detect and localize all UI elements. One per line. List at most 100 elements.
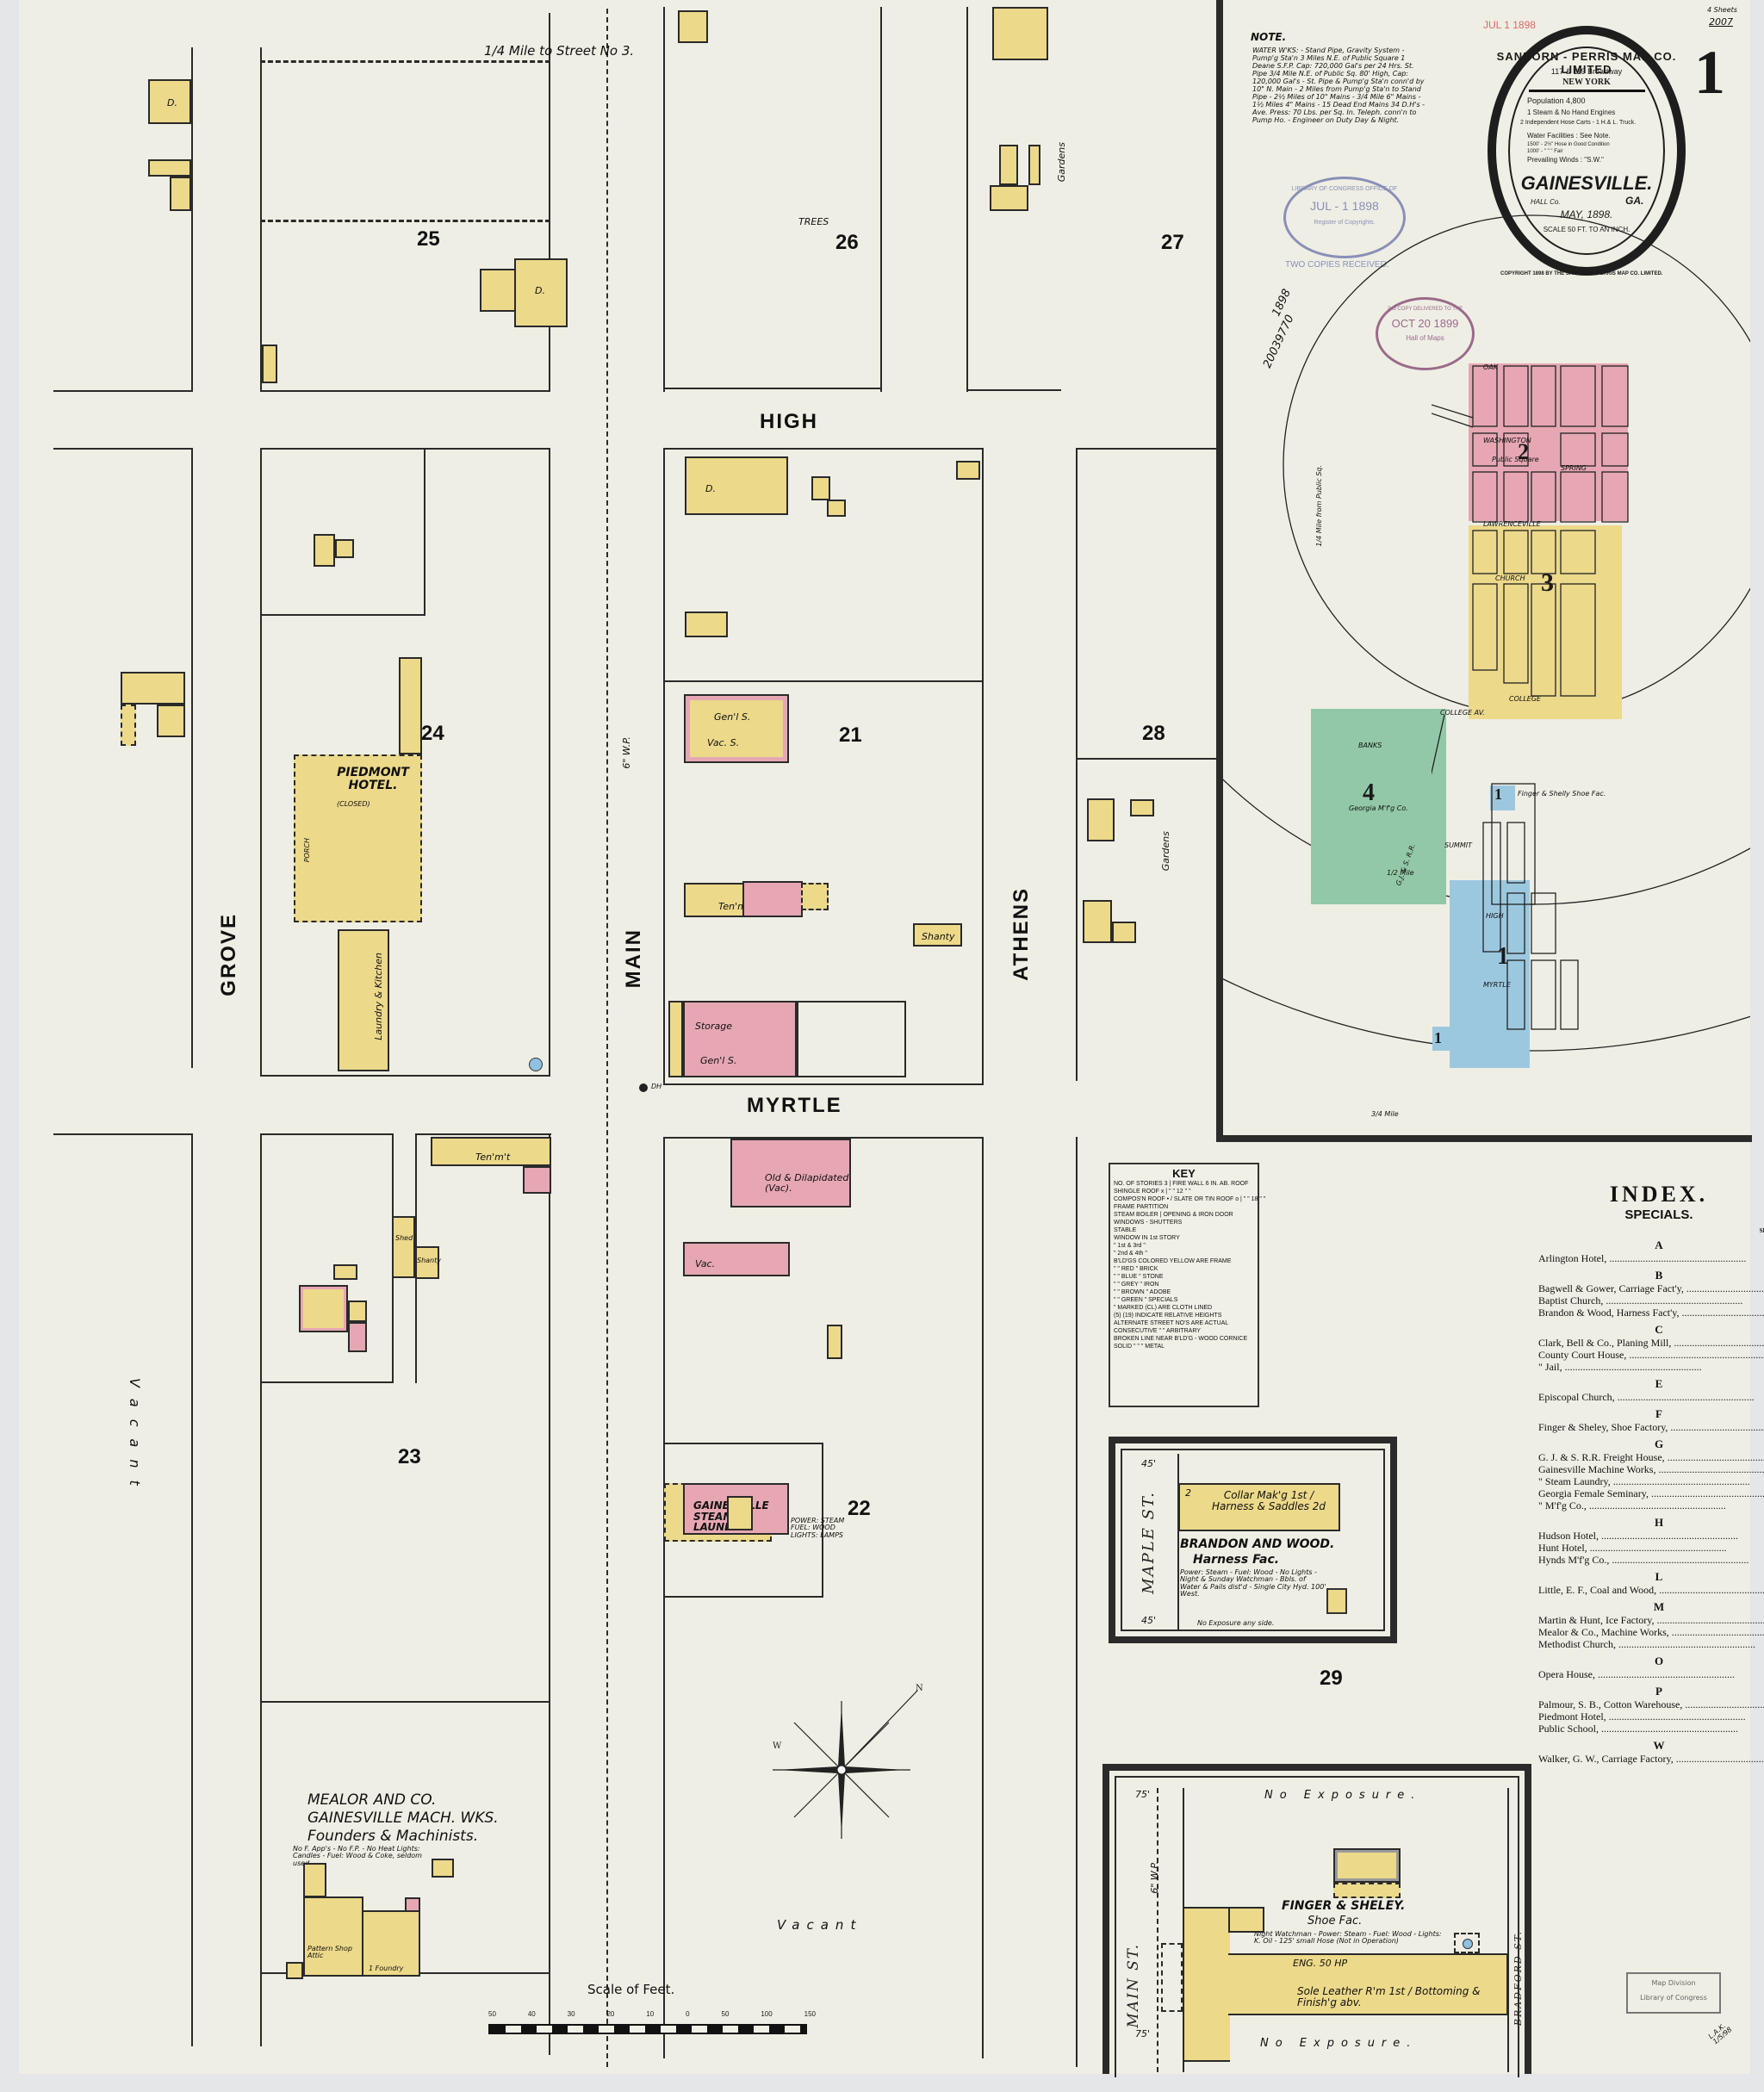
index-entry[interactable]: Little, E. F., Coal and Wood,3 — [1538, 1584, 1764, 1596]
building-shed[interactable] — [668, 1001, 683, 1077]
building-dwelling[interactable] — [157, 705, 185, 737]
index-entry[interactable]: Clark, Bell & Co., Planing Mill,4 — [1538, 1337, 1764, 1349]
index-entry[interactable]: Martin & Hunt, Ice Factory,2 — [1538, 1614, 1764, 1626]
brandon-wood-inset[interactable]: MAPLE ST. 45' 45' 2 Collar Mak'g 1st / H… — [1109, 1437, 1397, 1643]
building-tenement[interactable]: Ten'm't — [431, 1137, 551, 1166]
building-shanty[interactable] — [956, 461, 980, 480]
building-outbuilding[interactable] — [827, 1325, 842, 1359]
building-vacant-brick[interactable]: Vac. — [683, 1242, 790, 1276]
index-entry[interactable]: Mealor & Co., Machine Works,1 — [1538, 1626, 1764, 1638]
index-entry[interactable]: Methodist Church,3 — [1538, 1638, 1764, 1650]
index-entry[interactable]: Piedmont Hotel,1 — [1538, 1710, 1764, 1723]
building-dwelling-brick[interactable] — [523, 1166, 551, 1194]
building-engine-room[interactable] — [727, 1496, 753, 1530]
building-dwelling[interactable] — [678, 10, 708, 43]
building-dwelling[interactable] — [990, 185, 1028, 211]
factory-wing-west[interactable] — [1183, 1907, 1230, 2062]
building-dwelling[interactable] — [121, 672, 185, 705]
index-entry[interactable]: Georgia Female Seminary,4 — [1538, 1487, 1764, 1499]
vacant-label-west: Vacant — [126, 1378, 143, 1498]
building-general-store[interactable]: Gen'l S. Vac. S. — [684, 694, 789, 763]
building-dwelling[interactable]: D. — [148, 79, 191, 124]
building-outbuilding[interactable] — [333, 1264, 357, 1280]
index-entry[interactable]: County Court House,2 — [1538, 1349, 1764, 1361]
well-platform[interactable] — [1454, 1933, 1480, 1953]
building-coke-shed[interactable] — [432, 1859, 454, 1878]
building-tenements-annex[interactable] — [801, 883, 829, 910]
lot-line — [966, 7, 968, 392]
building-dwelling[interactable] — [314, 534, 335, 567]
keymap-area-sheet-2[interactable] — [1469, 363, 1628, 521]
building-dwelling[interactable] — [1083, 900, 1112, 943]
building-oil-shed[interactable] — [286, 1962, 303, 1979]
index-entry[interactable]: Public School,3 — [1538, 1723, 1764, 1735]
building-shanty[interactable]: Shanty — [913, 923, 962, 947]
building-dwelling[interactable]: D. — [514, 258, 568, 327]
index-entry[interactable]: Arlington Hotel,2 — [1538, 1252, 1764, 1264]
building-dwelling[interactable] — [1087, 798, 1115, 841]
brandon-building[interactable]: 2 Collar Mak'g 1st / Harness & Saddles 2… — [1178, 1483, 1340, 1531]
building-core-oven[interactable] — [405, 1897, 420, 1912]
index-entry[interactable]: Baptist Church,3 — [1538, 1294, 1764, 1307]
building-dwelling[interactable] — [999, 145, 1018, 185]
index-entry[interactable]: " Jail,3 — [1538, 1361, 1764, 1373]
index-entry[interactable]: Brandon & Wood, Harness Fact'y,1 — [1538, 1307, 1764, 1319]
keymap-area-sheet-3[interactable] — [1469, 525, 1622, 719]
building-dwelling[interactable] — [148, 159, 191, 177]
building-outbuilding[interactable] — [811, 476, 830, 500]
index-entry[interactable]: Hunt Hotel,2 — [1538, 1542, 1764, 1554]
keymap-area-sheet-1-brandon[interactable] — [1432, 1027, 1450, 1051]
index-entry[interactable]: " Steam Laundry,1 — [1538, 1475, 1764, 1487]
building-dwelling[interactable] — [1028, 145, 1040, 185]
index-entry[interactable]: Bagwell & Gower, Carriage Fact'y,3 — [1538, 1282, 1764, 1294]
index-entry[interactable]: Hynds M'f'g Co.,3 — [1538, 1554, 1764, 1566]
building-dwelling[interactable] — [992, 7, 1048, 60]
platform[interactable] — [1161, 1943, 1183, 2012]
index-entry[interactable]: Episcopal Church,3 — [1538, 1391, 1764, 1403]
index-entry[interactable]: G. J. & S. R.R. Freight House,2 — [1538, 1451, 1764, 1463]
index-entry[interactable]: Hudson Hotel,2 — [1538, 1530, 1764, 1542]
building-shed[interactable]: Shed — [392, 1216, 415, 1278]
factory-annex[interactable] — [1228, 1907, 1264, 1933]
building-shed[interactable] — [262, 345, 277, 383]
building-tenements-brick[interactable] — [742, 881, 803, 917]
building-blacksmith[interactable] — [303, 1863, 326, 1897]
index-entry[interactable]: " M'f'g Co.,4 — [1538, 1499, 1764, 1512]
boiler-shed[interactable] — [1333, 1883, 1401, 1898]
building-tenements[interactable]: Ten'mts — [684, 883, 755, 917]
boiler-house[interactable] — [1333, 1848, 1401, 1883]
keymap-area-sheet-1[interactable] — [1450, 880, 1530, 1068]
keymap-area-sheet-4[interactable] — [1311, 709, 1446, 904]
building-vend-dwelling[interactable] — [299, 1285, 348, 1332]
building-porch[interactable] — [121, 705, 136, 746]
building-dwelling[interactable] — [1112, 922, 1136, 943]
factory-main[interactable]: ENG. 50 HP Sole Leather R'm 1st / Bottom… — [1228, 1953, 1508, 2015]
boiler-house[interactable] — [1326, 1588, 1347, 1614]
index-entry[interactable]: Palmour, S. B., Cotton Warehouse,2 — [1538, 1698, 1764, 1710]
index-entry[interactable]: Opera House,2 — [1538, 1668, 1764, 1680]
keymap-sheet-label-1c: 1 — [1434, 1029, 1442, 1046]
compass-rose-icon: N W — [773, 1684, 923, 1839]
building-pattern-shop[interactable]: Pattern Shop Attic — [303, 1896, 363, 1977]
building-outbuilding[interactable] — [1130, 799, 1154, 816]
building-outbuilding[interactable] — [348, 1301, 367, 1322]
building-laundry-kitchen[interactable]: Laundry & Kitchen — [338, 929, 389, 1071]
keymap-frame-bottom — [1216, 1135, 1752, 1142]
building-dwelling[interactable] — [335, 539, 354, 558]
keymap-area-sheet-1-finger[interactable] — [1490, 785, 1515, 810]
building-dwelling[interactable]: D. — [685, 456, 788, 515]
index-entry[interactable]: Finger & Sheley, Shoe Factory,1 — [1538, 1421, 1764, 1433]
building-outbuilding[interactable] — [827, 500, 846, 517]
building-dwelling[interactable] — [170, 177, 191, 211]
finger-sheley-inset[interactable]: MAIN ST. BRADFORD ST. 6" W.P. 75' 75' No… — [1102, 1764, 1531, 2077]
building-piedmont-hotel[interactable]: PIEDMONT HOTEL. (CLOSED) PORCH — [294, 754, 422, 922]
building-shanty[interactable] — [415, 1246, 439, 1279]
building-storage-store[interactable]: Storage Gen'l S. — [683, 1001, 797, 1077]
building-foundry[interactable]: 1 Foundry — [362, 1910, 420, 1977]
building-dwelling[interactable] — [685, 611, 728, 637]
building-outbuilding[interactable] — [399, 657, 422, 754]
building-old-dilapidated[interactable]: Old & Dilapidated (Vac). — [730, 1139, 851, 1207]
index-entry[interactable]: Walker, G. W., Carriage Factory,3 — [1538, 1753, 1764, 1765]
building-outbuilding-brick[interactable] — [348, 1322, 367, 1352]
index-entry[interactable]: Gainesville Machine Works,1 — [1538, 1463, 1764, 1475]
